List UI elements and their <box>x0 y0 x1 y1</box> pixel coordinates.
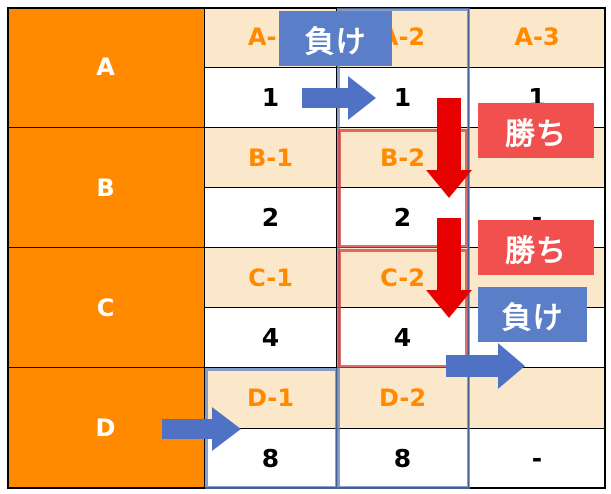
row-header-a: A <box>7 7 205 128</box>
cell-label-c-2: C-2 <box>337 248 469 308</box>
cell-label-b-2: B-2 <box>337 128 469 188</box>
cell-label-b-1: B-1 <box>205 128 337 188</box>
row-header-b: B <box>7 128 205 248</box>
cell-value-d-3: - <box>469 429 606 489</box>
cell-value-c-2: 4 <box>337 308 469 368</box>
cell-label-a-3: A-3 <box>469 7 606 68</box>
lose-callout-mid: 負け <box>478 287 587 342</box>
cell-value-d-1: 8 <box>205 429 337 489</box>
cell-label-d-2: D-2 <box>337 368 469 429</box>
cell-label-d-3 <box>469 368 606 429</box>
row-header-c: C <box>7 248 205 368</box>
cell-value-a-2: 1 <box>337 68 469 128</box>
lose-callout-top: 負け <box>279 11 392 66</box>
win-callout-2: 勝ち <box>478 220 594 275</box>
win-callout-1: 勝ち <box>478 103 594 158</box>
cell-value-b-1: 2 <box>205 188 337 248</box>
cell-value-b-2: 2 <box>337 188 469 248</box>
row-header-d: D <box>7 368 205 489</box>
cell-label-d-1: D-1 <box>205 368 337 429</box>
cell-label-c-1: C-1 <box>205 248 337 308</box>
cell-value-a-1: 1 <box>205 68 337 128</box>
cell-value-d-2: 8 <box>337 429 469 489</box>
cell-value-c-1: 4 <box>205 308 337 368</box>
